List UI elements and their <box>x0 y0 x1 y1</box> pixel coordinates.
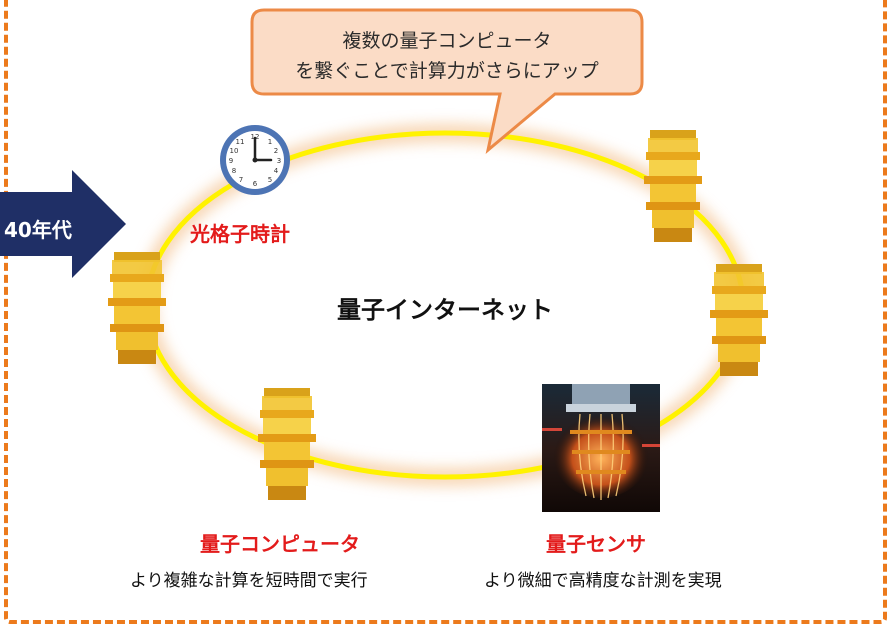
quantum-computer-caption: より複雑な計算を短時間で実行 <box>130 571 368 591</box>
clock-label: 光格子時計 <box>190 222 290 246</box>
svg-text:8: 8 <box>232 167 236 175</box>
svg-text:6: 6 <box>253 180 258 188</box>
center-title: 量子インターネット <box>337 296 553 324</box>
quantum-sensor-label: 量子センサ <box>546 532 646 556</box>
speech-bubble-line-2: を繋ぐことで計算力がさらにアップ <box>295 60 599 82</box>
dashed-frame <box>4 0 887 624</box>
speech-bubble-line-1: 複数の量子コンピュータ <box>342 30 552 52</box>
quantum-sensor-caption: より微細で高精度な計測を実現 <box>484 571 722 591</box>
quantum-sensor-photo <box>542 384 660 512</box>
quantum-computer-icon-left <box>108 252 166 364</box>
svg-text:3: 3 <box>277 157 281 165</box>
svg-text:2: 2 <box>274 147 278 155</box>
svg-text:5: 5 <box>268 176 272 184</box>
svg-text:10: 10 <box>230 147 239 155</box>
quantum-computer-icon-bottom <box>258 388 316 500</box>
quantum-computer-icon-top-right <box>644 130 702 242</box>
svg-text:4: 4 <box>274 167 279 175</box>
svg-text:9: 9 <box>229 157 233 165</box>
svg-text:1: 1 <box>268 138 272 146</box>
quantum-computer-label: 量子コンピュータ <box>200 532 360 556</box>
quantum-computer-icon-right <box>710 264 768 376</box>
speech-bubble-text: 複数の量子コンピュータ を繋ぐことで計算力がさらにアップ <box>262 26 632 86</box>
era-arrow <box>0 170 126 278</box>
era-label: 40年代 <box>4 218 72 242</box>
svg-text:11: 11 <box>236 138 245 146</box>
svg-text:7: 7 <box>239 176 243 184</box>
